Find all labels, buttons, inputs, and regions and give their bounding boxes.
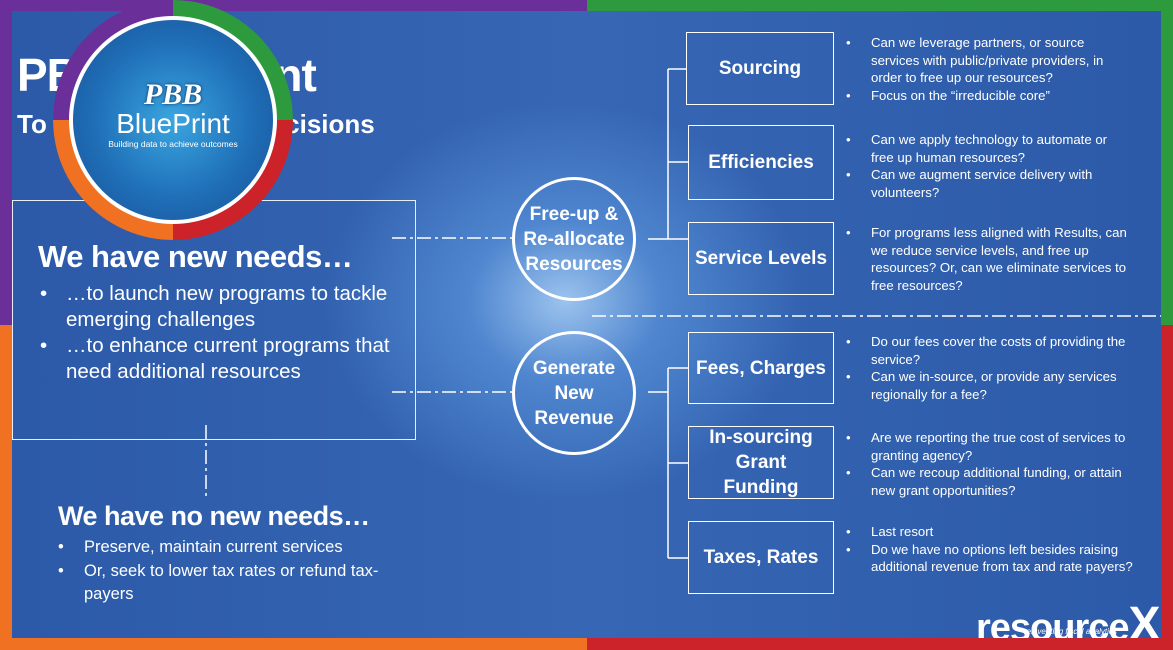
- list-item: Preserve, maintain current services: [52, 536, 412, 560]
- list-item: Focus on the “irreducible core”: [843, 87, 1133, 105]
- list-item: Can we augment service delivery with vol…: [843, 166, 1133, 201]
- logo-name: BluePrint: [116, 108, 230, 139]
- logo-globe: [73, 20, 273, 220]
- service-levels-questions: For programs less aligned with Results, …: [843, 224, 1133, 294]
- generate-revenue-label: Generate New Revenue: [532, 357, 616, 429]
- list-item: Do we have no options left besides raisi…: [843, 541, 1133, 576]
- generate-revenue-circle: Generate New Revenue: [512, 331, 636, 455]
- diagram-canvas: PBB Blueprint To Inform Funding Decision…: [12, 11, 1161, 638]
- option-label: In-sourcing Grant Funding: [709, 427, 813, 498]
- resourcex-logo-x: X: [1128, 598, 1161, 638]
- new-needs-list: …to launch new programs to tackle emergi…: [34, 281, 404, 385]
- resourcex-tagline: reinventing fiscal analytics: [1024, 627, 1117, 636]
- list-item: Can we recoup additional funding, or att…: [843, 464, 1133, 499]
- free-up-resources-circle: Free-up & Re-allocate Resources: [512, 177, 636, 301]
- option-box-efficiencies: Efficiencies: [688, 125, 834, 200]
- option-box-insourcing-grant-funding: In-sourcing Grant Funding: [688, 426, 834, 499]
- option-box-service-levels: Service Levels: [688, 222, 834, 295]
- option-box-sourcing: Sourcing: [686, 32, 834, 105]
- option-box-taxes-rates: Taxes, Rates: [688, 521, 834, 594]
- fees-questions: Do our fees cover the costs of providing…: [843, 333, 1133, 403]
- list-item: Can we leverage partners, or source serv…: [843, 34, 1133, 87]
- list-item: …to enhance current programs that need a…: [34, 333, 404, 385]
- connector-lines: [205, 68, 1161, 559]
- list-item: Are we reporting the true cost of servic…: [843, 429, 1133, 464]
- list-item: Can we apply technology to automate or f…: [843, 131, 1133, 166]
- pbb-blueprint-logo: PBB BluePrint Building data to achieve o…: [53, 0, 293, 240]
- list-item: Last resort: [843, 523, 1133, 541]
- grant-questions: Are we reporting the true cost of servic…: [843, 429, 1133, 499]
- list-item: Do our fees cover the costs of providing…: [843, 333, 1133, 368]
- option-label: Service Levels: [694, 248, 828, 269]
- list-item: …to launch new programs to tackle emergi…: [34, 281, 404, 333]
- taxes-questions: Last resort Do we have no options left b…: [843, 523, 1133, 576]
- list-item: Can we in-source, or provide any service…: [843, 368, 1133, 403]
- resourcex-logo-text: resource: [976, 607, 1130, 638]
- new-needs-title: We have new needs…: [38, 239, 353, 274]
- resourcex-logo: resourceX: [976, 597, 1161, 638]
- option-label: Fees, Charges: [696, 357, 826, 379]
- logo-tagline: Building data to achieve outcomes: [108, 139, 238, 149]
- sourcing-questions: Can we leverage partners, or source serv…: [843, 34, 1133, 104]
- list-item: For programs less aligned with Results, …: [843, 224, 1133, 294]
- logo-brand: PBB: [143, 78, 203, 111]
- no-new-needs-list: Preserve, maintain current services Or, …: [52, 536, 412, 607]
- option-box-fees-charges: Fees, Charges: [688, 332, 834, 404]
- option-label: Taxes, Rates: [703, 547, 819, 568]
- option-label: Efficiencies: [708, 152, 814, 173]
- option-label: Sourcing: [718, 58, 802, 79]
- no-new-needs-title: We have no new needs…: [58, 501, 370, 531]
- list-item: Or, seek to lower tax rates or refund ta…: [52, 560, 412, 607]
- efficiencies-questions: Can we apply technology to automate or f…: [843, 131, 1133, 201]
- free-up-resources-label: Free-up & Re-allocate Resources: [523, 203, 625, 275]
